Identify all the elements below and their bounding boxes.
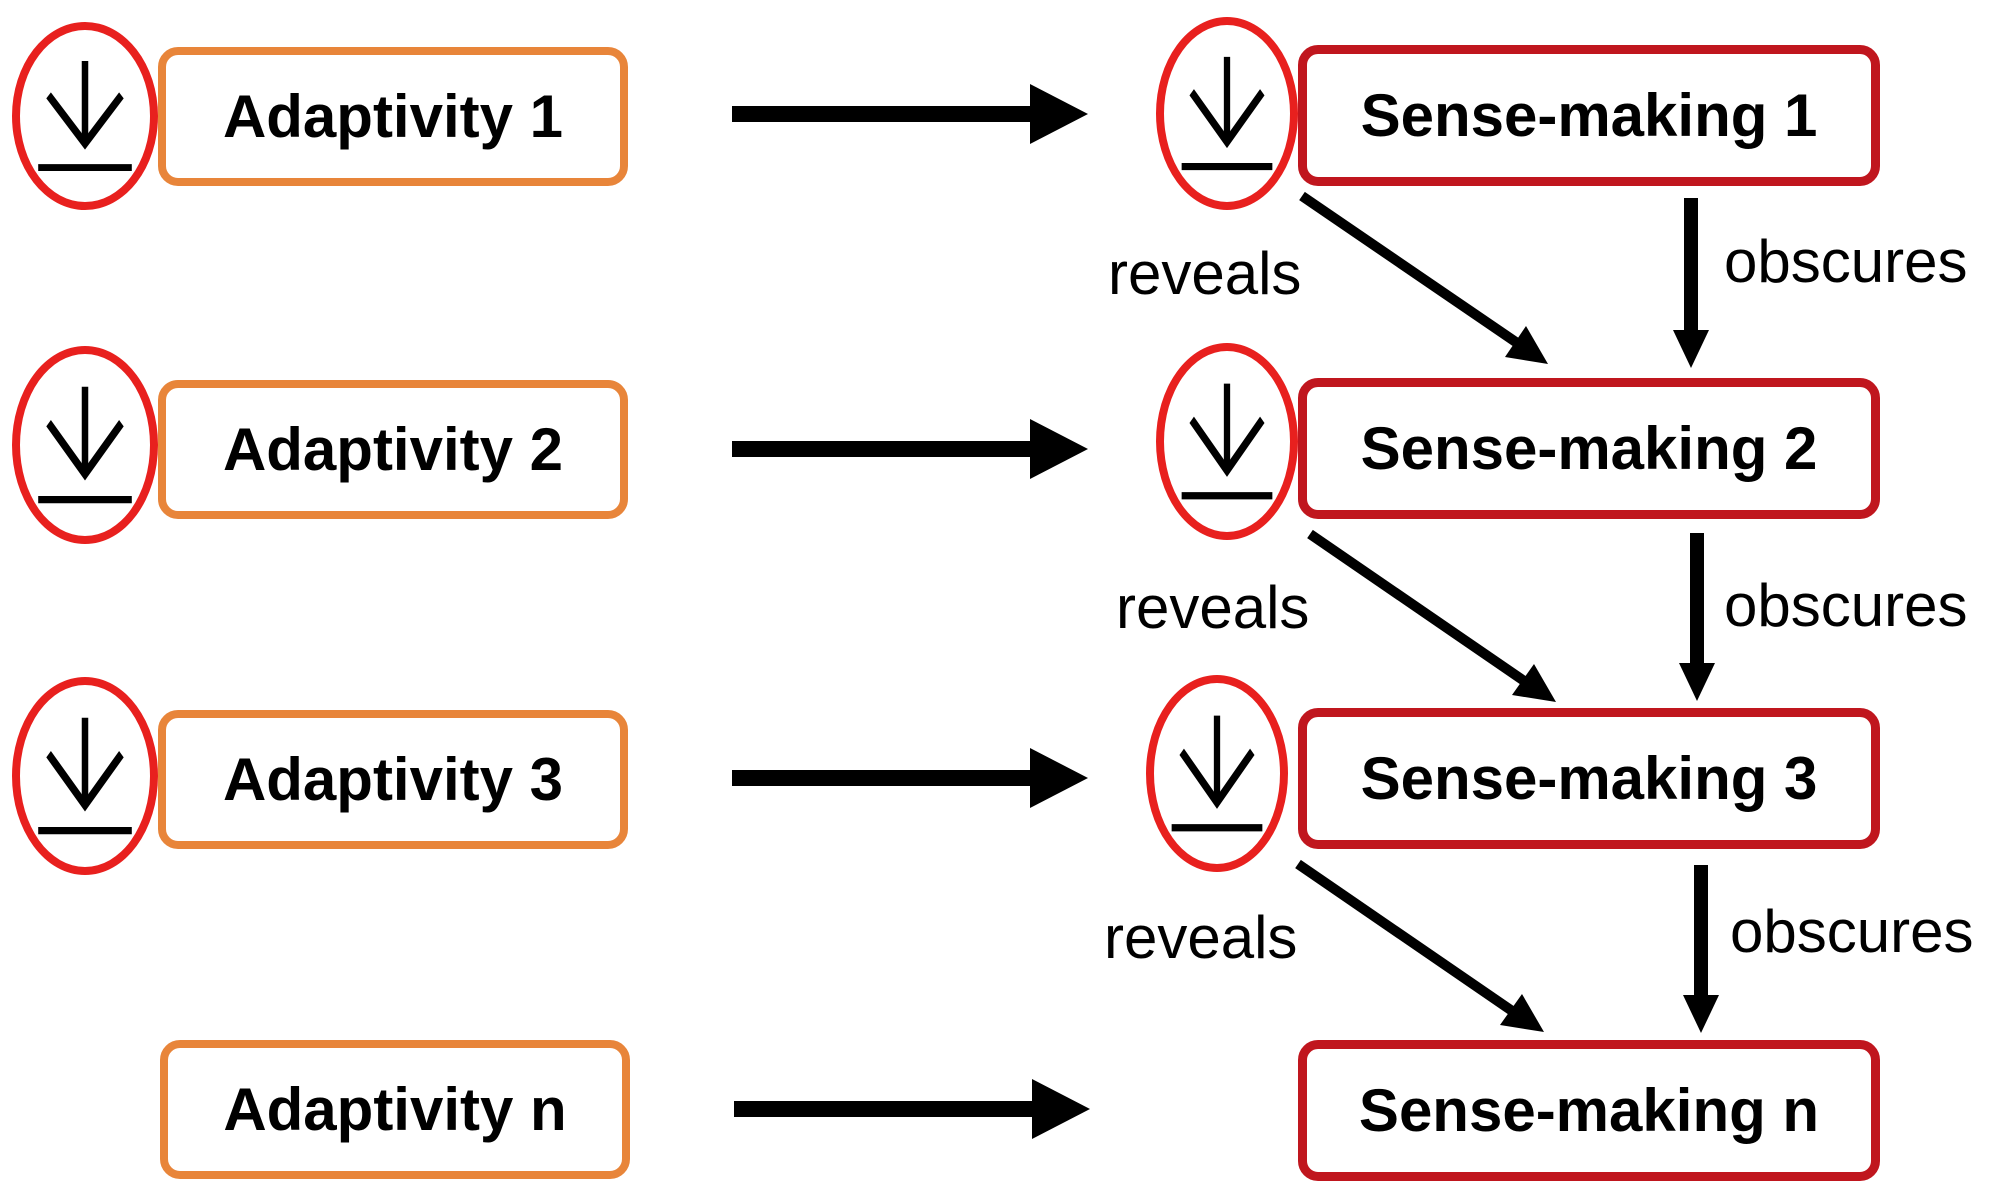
download-icon [12, 677, 158, 875]
arrow-reveals-2 [1307, 529, 1533, 690]
download-icon [12, 22, 158, 210]
arrow-reveals-3 [1295, 859, 1521, 1020]
sensemaking-label: Sense-making 3 [1360, 745, 1818, 812]
sensemaking-box-1: Sense-making 1 [1298, 45, 1880, 186]
download-icon [1156, 17, 1298, 210]
adaptivity-label: Adaptivity n [223, 1076, 567, 1143]
edge-label-obscures-3: obscures [1730, 898, 1974, 965]
edge-label-reveals-1: reveals [1108, 240, 1302, 307]
arrowhead-reveals-2 [1512, 664, 1556, 702]
edge-label-reveals-3: reveals [1104, 904, 1298, 971]
adaptivity-box-1: Adaptivity 1 [158, 47, 628, 186]
sensemaking-box-2: Sense-making 2 [1298, 378, 1880, 519]
adaptivity-label: Adaptivity 3 [222, 746, 564, 813]
adaptivity-label: Adaptivity 1 [222, 83, 564, 150]
sensemaking-box-3: Sense-making 3 [1298, 708, 1880, 849]
arrowhead-reveals-3 [1500, 994, 1544, 1032]
arrow-obscures-3 [1683, 865, 1719, 1033]
adaptivity-label: Adaptivity 2 [222, 416, 564, 483]
adaptivity-box-n: Adaptivity n [160, 1040, 630, 1179]
arrow-adaptivity-1-to-sensemaking-1 [732, 84, 1088, 144]
download-icon [1146, 675, 1288, 872]
arrow-adaptivity-n-to-sensemaking-n [734, 1079, 1090, 1139]
edge-label-reveals-2: reveals [1116, 574, 1310, 641]
sensemaking-label: Sense-making 2 [1360, 415, 1818, 482]
arrowhead-reveals-1 [1505, 326, 1548, 364]
adaptivity-box-2: Adaptivity 2 [158, 380, 628, 519]
arrow-reveals-1 [1299, 191, 1526, 352]
download-icon [12, 346, 158, 544]
sensemaking-label: Sense-making 1 [1360, 82, 1818, 149]
arrow-obscures-2 [1679, 533, 1715, 701]
arrow-obscures-1 [1673, 198, 1709, 368]
download-icon [1156, 343, 1298, 540]
adaptivity-box-3: Adaptivity 3 [158, 710, 628, 849]
edge-label-obscures-1: obscures [1724, 228, 1968, 295]
sensemaking-box-n: Sense-making n [1298, 1040, 1880, 1181]
edge-label-obscures-2: obscures [1724, 572, 1968, 639]
sensemaking-label: Sense-making n [1358, 1077, 1820, 1144]
arrow-adaptivity-2-to-sensemaking-2 [732, 419, 1088, 479]
arrow-adaptivity-3-to-sensemaking-3 [732, 748, 1088, 808]
